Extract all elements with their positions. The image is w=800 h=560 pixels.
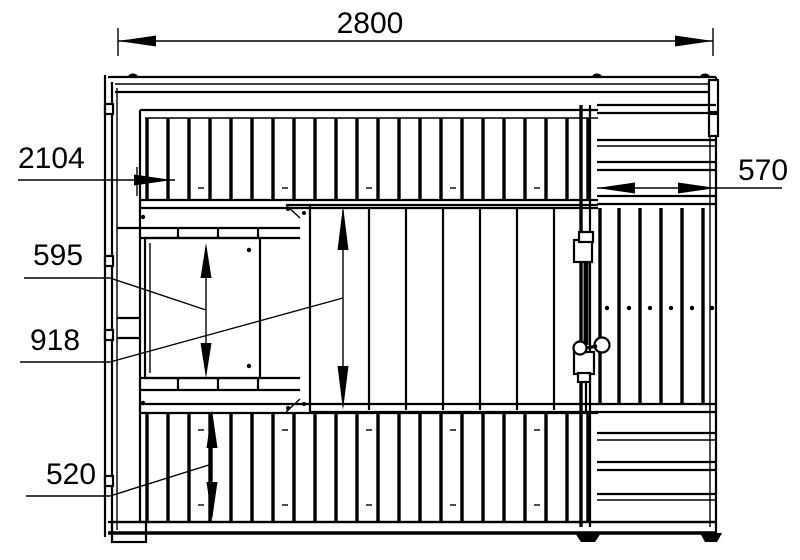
foot-left-icon bbox=[575, 533, 601, 542]
dimension-label-918: 918 bbox=[30, 324, 80, 357]
top-stud-left-icon bbox=[128, 73, 138, 77]
dimension-lower-panel-height: 520 bbox=[26, 410, 218, 520]
dimension-panel-height-595: 595 bbox=[24, 239, 212, 378]
arrow-595-down-icon bbox=[200, 343, 212, 378]
arrow-left-icon bbox=[118, 35, 156, 47]
left-box-panel bbox=[117, 208, 300, 413]
box-corner-dot-top bbox=[140, 214, 146, 220]
dimension-label-2800: 2800 bbox=[337, 7, 404, 40]
box-bottom-divider-group bbox=[176, 378, 260, 390]
hinge-mark-top bbox=[103, 102, 115, 116]
handle-link bbox=[585, 344, 598, 350]
wicket-dot-group bbox=[604, 305, 715, 311]
box-panel-dot-br bbox=[246, 363, 252, 369]
dimension-label-570: 570 bbox=[738, 154, 788, 187]
arrow-570-right-icon bbox=[678, 182, 716, 194]
dimension-label-595: 595 bbox=[33, 239, 83, 272]
dimension-wicket-width: 570 bbox=[597, 154, 788, 194]
arrow-918-down-icon bbox=[337, 366, 349, 410]
wicket-lower-boards bbox=[597, 402, 716, 524]
lower-slat-tick-group bbox=[198, 429, 540, 506]
box-panel-dot-tr bbox=[246, 247, 252, 253]
handle-knob-left-icon[interactable] bbox=[572, 340, 588, 356]
right-post-hinge-top bbox=[707, 78, 720, 114]
latch-lower-cap bbox=[576, 371, 592, 384]
dimension-label-520: 520 bbox=[46, 458, 96, 491]
center-panel-seam-group bbox=[367, 207, 556, 410]
center-sheet-panel bbox=[285, 203, 598, 414]
upper-slat-group bbox=[145, 118, 590, 200]
top-stud-right-icon bbox=[700, 73, 710, 77]
arrow-570-left-icon bbox=[597, 182, 635, 194]
arrow-520-down-icon bbox=[206, 482, 218, 520]
lower-slat-group bbox=[145, 413, 590, 522]
wicket-door bbox=[579, 103, 716, 527]
left-bottom-block bbox=[110, 520, 148, 544]
dimension-opening-height: 918 bbox=[20, 206, 349, 410]
top-stud-mid-icon bbox=[592, 73, 602, 77]
wicket-upper-boards bbox=[597, 103, 716, 206]
box-panel-rect bbox=[143, 236, 262, 380]
corner-dot-tl2 bbox=[302, 211, 306, 215]
hinge-mark-lower-mid bbox=[103, 328, 115, 342]
right-post-hinge-lower bbox=[707, 112, 720, 138]
dimension-leaf-width: 2104 bbox=[18, 142, 175, 196]
hinge-mark-upper-mid bbox=[103, 254, 115, 268]
arrow-right-icon bbox=[675, 35, 713, 47]
arrow-520-up-icon bbox=[206, 410, 218, 448]
corner-dot-tl bbox=[286, 207, 290, 211]
lower-slat-panel bbox=[138, 402, 598, 524]
box-top-divider-group bbox=[176, 228, 260, 238]
arrow-2104-icon bbox=[134, 174, 172, 186]
leader-slant-918 bbox=[109, 297, 344, 363]
upper-slat-panel bbox=[138, 108, 598, 210]
arrow-918-up-icon bbox=[337, 206, 349, 250]
leader-slant-595 bbox=[109, 277, 207, 311]
wicket-slat-group bbox=[598, 208, 705, 404]
arrow-595-up-icon bbox=[200, 243, 212, 278]
dimension-label-2104: 2104 bbox=[18, 142, 85, 175]
latch-mechanism[interactable] bbox=[572, 230, 611, 412]
leader-slant-520 bbox=[109, 463, 213, 497]
foot-right-icon bbox=[700, 533, 722, 542]
latch-lower-housing bbox=[572, 350, 596, 376]
latch-upper-housing bbox=[572, 238, 594, 264]
center-panel-chamfer-bottom-line bbox=[285, 398, 301, 413]
corner-dot-bl bbox=[286, 406, 290, 410]
latch-upper-cap bbox=[577, 230, 595, 244]
dimension-overall-width: 2800 bbox=[117, 7, 714, 56]
hinge-mark-bottom bbox=[103, 474, 115, 488]
